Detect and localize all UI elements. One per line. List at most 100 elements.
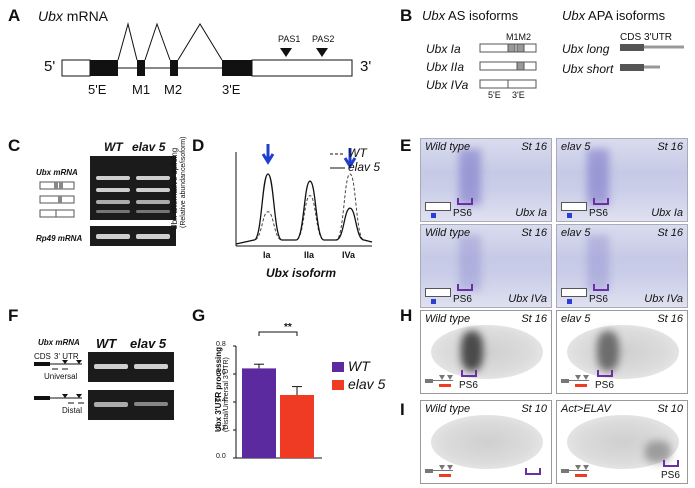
embryo-ps-label: PS6 [459, 380, 478, 391]
chart-d-xtick-iia: IIa [304, 250, 315, 260]
ps6-bracket [457, 284, 473, 291]
isoform-icon [561, 288, 587, 297]
isoform-icon [561, 202, 587, 211]
chart-g-ytick-label: 0.8 [216, 341, 226, 348]
chart-g-ytick-label: 0.6 [216, 369, 226, 376]
apa-utr-label: 3'UTR [644, 32, 673, 43]
apa-isoform-short: Ubx short [562, 62, 614, 76]
three-prime-end: 3' [360, 58, 372, 75]
gel-f-lane-elav: elav 5 [130, 336, 167, 351]
panel-a-title: Ubx mRNA [38, 8, 109, 24]
gel-c-lane-elav: elav 5 [132, 140, 166, 154]
chart-g-legend-wt: WT [348, 358, 370, 374]
embryo-e-isoform: Ubx Ia [515, 207, 547, 219]
probe-marker [431, 299, 436, 304]
apa-isoform-long: Ubx long [562, 42, 610, 56]
embryo-e-stage: St 16 [521, 141, 547, 153]
ps6-bracket [597, 370, 613, 377]
panel-letter-h: H [400, 306, 413, 325]
ps6-bracket [663, 460, 679, 467]
chart-g-sig-bracket [258, 331, 298, 336]
chart-d-xtick-iva: IVa [342, 250, 356, 260]
ps6-bracket [461, 370, 477, 377]
gel-f-lane-wt: WT [96, 336, 117, 351]
embryo-e-isoform: Ubx IVa [644, 293, 683, 305]
panel-letter-d: D [192, 136, 205, 155]
panel-letter-c: C [8, 136, 21, 155]
embryo-tile-e-3: Wild type St 16 Ubx IVa PS6 [420, 224, 552, 308]
probe-marker [431, 213, 436, 218]
ps6-bracket [593, 198, 609, 205]
chart-g-ytick-label: 0.4 [216, 397, 226, 404]
chart-g-legend-elav: elav 5 [348, 376, 386, 392]
gel-f-utr-label: 3' UTR [54, 352, 79, 361]
panel-letter-a: A [8, 6, 21, 25]
chart-g-significance: ** [284, 322, 292, 333]
embryo-e-genotype: Wild type [425, 141, 471, 153]
panel-letter-i: I [400, 400, 405, 419]
embryo-e-genotype: elav 5 [561, 227, 591, 239]
panel-letter-e: E [400, 136, 412, 155]
gel-f-universal-label: Universal [44, 372, 78, 381]
embryo-genotype: Wild type [425, 403, 471, 415]
chart-g-bar-wt [242, 368, 276, 458]
gel-c-ubx [90, 156, 176, 220]
pas1-label: PAS1 [278, 34, 301, 44]
embryo-e-stage: St 16 [521, 227, 547, 239]
pas2-label: PAS2 [312, 34, 335, 44]
chart-g-ylabel-1: Ubx 3'UTR processing [214, 346, 223, 432]
gel-f-distal [88, 390, 174, 420]
ps6-bracket [593, 284, 609, 291]
as-isoform-ia: Ubx Ia [426, 42, 461, 56]
chart-d-arrow-iva [343, 148, 357, 169]
exon-3e-label: 3'E [222, 82, 241, 97]
panel-letter-b: B [400, 6, 413, 25]
apa-probe-icon [425, 465, 455, 477]
exon-5e-label: 5'E [88, 82, 107, 97]
embryo-stage: St 10 [657, 403, 683, 415]
panel-letter-g: G [192, 306, 206, 325]
exon-m2-label: M2 [164, 82, 183, 97]
gel-c-rp49-label: Rp49 mRNA [36, 234, 83, 243]
embryo-ps-label: PS6 [595, 380, 614, 391]
chart-g-ytick-label: 0.0 [216, 453, 226, 460]
panel-letter-f: F [8, 306, 19, 325]
isoform-icon [425, 202, 451, 211]
gel-f-universal [88, 352, 174, 382]
embryo-e-genotype: Wild type [425, 227, 471, 239]
embryo-stage: St 10 [521, 403, 547, 415]
embryo-e-stage: St 16 [657, 227, 683, 239]
as-isoform-iva: Ubx IVa [426, 78, 469, 92]
gel-f-distal-label: Distal [62, 406, 83, 415]
embryo-e-ps-label: PS6 [453, 208, 472, 219]
as-isoform-iia: Ubx IIa [426, 60, 465, 74]
isoform-icon [425, 288, 451, 297]
five-prime-end: 5' [44, 58, 56, 75]
embryo-tile-i-1: Wild type St 10 [420, 400, 552, 484]
probe-marker [567, 213, 572, 218]
chart-g-legend-swatch-elav [332, 380, 344, 390]
embryo-ps-label: PS6 [661, 470, 680, 481]
embryo-tile-e-1: Wild type St 16 Ubx Ia PS6 [420, 138, 552, 222]
embryo-e-isoform: Ubx IVa [508, 293, 547, 305]
as-footer-5e: 5'E [488, 90, 501, 100]
chart-d-legend-wt: WT [348, 146, 367, 160]
embryo-e-ps-label: PS6 [589, 208, 608, 219]
chart-d-series-wt [235, 173, 373, 245]
embryo-e-ps-label: PS6 [453, 294, 472, 305]
chart-d-xlabel: Ubx isoform [266, 266, 337, 280]
embryo-stage: St 16 [521, 313, 547, 325]
embryo-genotype: elav 5 [561, 313, 591, 325]
ps6-bracket [457, 198, 473, 205]
apa-probe-icon [425, 375, 455, 387]
ps6-bracket [525, 468, 541, 475]
embryo-stage: St 16 [657, 313, 683, 325]
